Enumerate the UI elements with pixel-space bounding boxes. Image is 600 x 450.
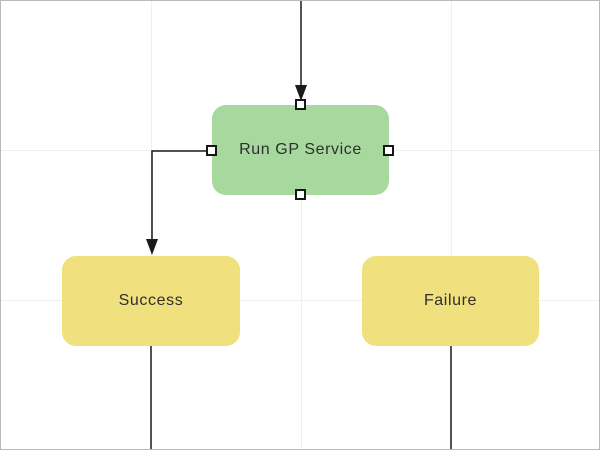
- edge-top-into-run-gp-service[interactable]: [295, 1, 307, 101]
- arrowhead-icon: [295, 85, 307, 101]
- arrowhead-icon: [146, 239, 158, 255]
- node-run-gp-service[interactable]: Run GP Service: [212, 105, 389, 195]
- edge-run-gp-service-to-success[interactable]: [146, 150, 212, 255]
- node-failure[interactable]: Failure: [362, 256, 539, 346]
- node-label: Failure: [423, 292, 478, 309]
- port-handle-bottom[interactable]: [295, 189, 306, 200]
- port-handle-right[interactable]: [383, 145, 394, 156]
- node-label: Run GP Service: [239, 141, 362, 158]
- node-label: Success: [118, 292, 184, 309]
- port-handle-top[interactable]: [295, 99, 306, 110]
- port-handle-left[interactable]: [206, 145, 217, 156]
- node-success[interactable]: Success: [62, 256, 240, 346]
